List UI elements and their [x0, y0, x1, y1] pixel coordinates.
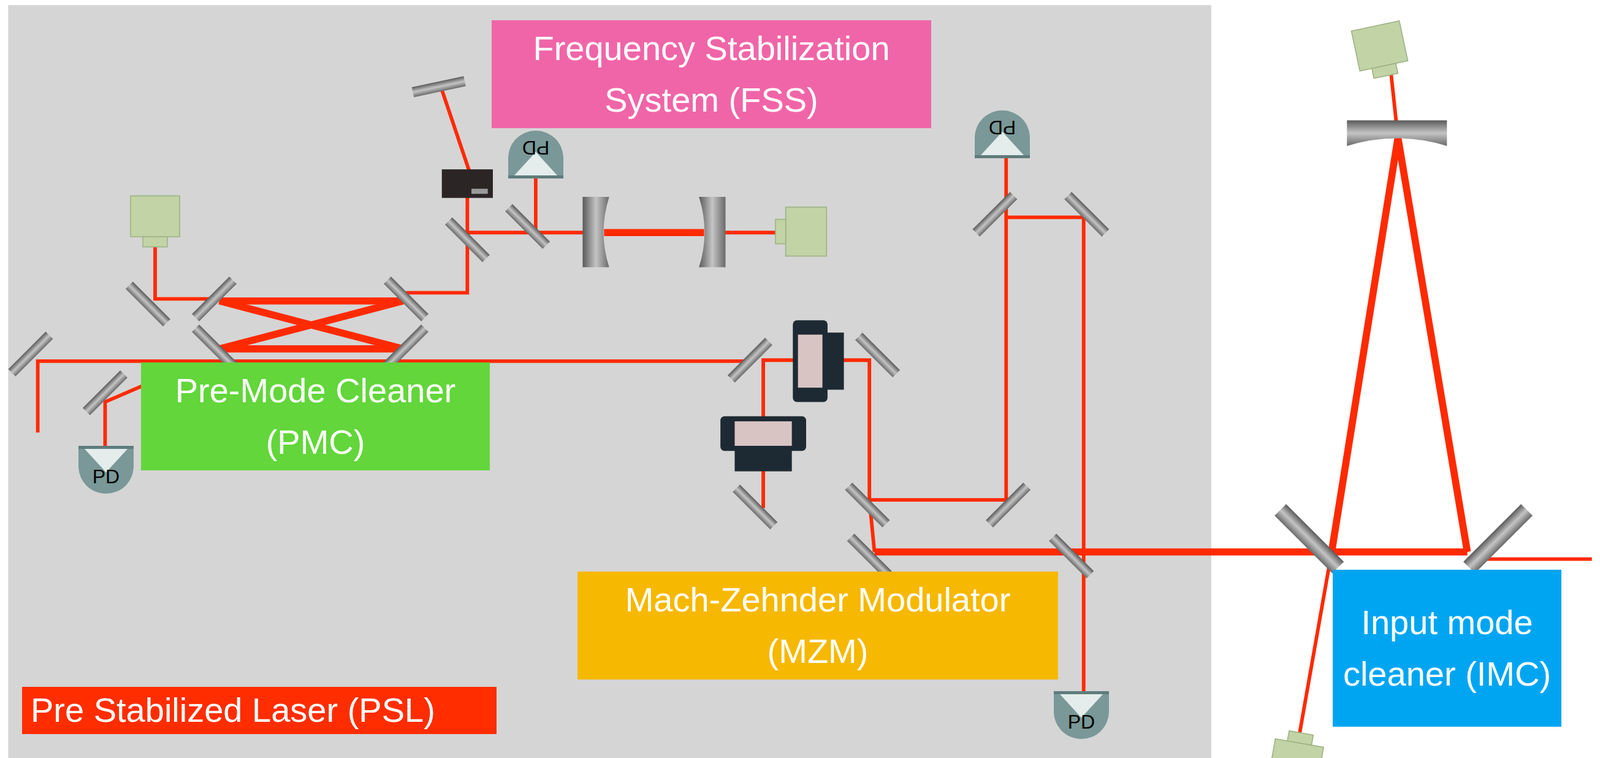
photodetector-shape	[974, 110, 1030, 159]
photodetector-shape	[1053, 690, 1109, 694]
detector-label: PD	[92, 466, 120, 487]
mirrors	[972, 191, 1018, 237]
subsystem-label: Input mode cleaner (IMC)	[1341, 596, 1553, 700]
photodetector: PD	[974, 110, 1030, 159]
mirrors	[855, 332, 900, 378]
mirrors	[732, 484, 778, 530]
laser-beams	[441, 89, 470, 172]
subsystem-label: Pre-Mode Cleaner (PMC)	[149, 364, 482, 468]
photodetector-shape	[508, 175, 564, 179]
thick-beams	[874, 548, 1468, 556]
detector-label: PD	[988, 117, 1016, 138]
cameras	[1268, 728, 1326, 758]
photodetector: PD	[508, 130, 564, 179]
thick-beams	[219, 300, 404, 349]
mzm-box: Mach-Zehnder Modulator (MZM)	[577, 571, 1059, 680]
psl-panel: Pre Stabilized Laser (PSL) Frequency Stab…	[7, 4, 1211, 758]
mirrors	[505, 204, 550, 249]
mirrors	[125, 281, 171, 327]
laser-beams	[533, 175, 538, 233]
mzm-crystals	[798, 334, 823, 389]
eom	[471, 188, 488, 194]
laser-beams	[405, 188, 468, 294]
mzm-crystals	[720, 416, 807, 452]
mirrors	[82, 370, 128, 416]
pmc-box: Pre-Mode Cleaner (PMC)	[140, 362, 490, 471]
photodetector-shape	[78, 445, 134, 449]
photodetector-shape	[1053, 690, 1109, 739]
subsystem-label: Frequency Stabilization System (FSS)	[500, 22, 923, 126]
cavity-mirrors	[582, 196, 609, 268]
mirrors	[383, 276, 429, 322]
detector-label: PD	[522, 137, 550, 158]
mzm-crystals	[734, 421, 792, 446]
thick-beams	[219, 345, 404, 353]
photodetector-shape	[508, 130, 564, 179]
mirrors	[1274, 503, 1344, 574]
mirrors	[844, 482, 890, 528]
thick-beams	[219, 300, 404, 349]
mirrors	[1463, 503, 1533, 574]
cavity-mirrors	[698, 196, 726, 268]
photodetector-shape	[974, 155, 1030, 159]
mirrors	[7, 331, 53, 377]
laser-beams	[104, 385, 143, 449]
mirrors	[411, 76, 466, 97]
thick-beams	[219, 137, 1468, 552]
thick-beams	[603, 228, 704, 237]
psl-table	[7, 4, 1211, 758]
thick-beams	[1331, 137, 1467, 552]
photodetector-shape	[78, 445, 134, 494]
photodetector: PD	[1053, 690, 1109, 739]
cameras	[130, 20, 1410, 758]
laser-beams	[1297, 551, 1332, 743]
cameras	[1351, 20, 1410, 81]
group-title: Pre Stabilized Laser (PSL)	[22, 686, 497, 734]
laser-beams	[38, 71, 1593, 743]
subsystem-label: Mach-Zehnder Modulator (MZM)	[586, 573, 1050, 677]
detector-label: PD	[1067, 711, 1095, 732]
fss-box: Frequency Stabilization System (FSS)	[491, 20, 932, 129]
eom	[441, 169, 493, 199]
mirrors	[445, 217, 490, 262]
thick-beams	[219, 297, 404, 305]
mirrors	[7, 76, 1533, 579]
imc-box: Input mode cleaner (IMC)	[1332, 569, 1562, 727]
mirrors	[727, 337, 773, 383]
mirrors	[985, 482, 1031, 528]
cameras	[775, 207, 827, 257]
mirrors	[191, 276, 237, 322]
eom	[441, 169, 493, 199]
cameras	[130, 195, 180, 247]
photodetector: PD	[78, 445, 134, 494]
mirrors	[1064, 191, 1109, 237]
mzm-crystals	[720, 320, 844, 471]
cavity-mirrors	[1346, 120, 1447, 146]
laser-beams	[155, 244, 217, 299]
laser-beams	[763, 153, 1006, 509]
